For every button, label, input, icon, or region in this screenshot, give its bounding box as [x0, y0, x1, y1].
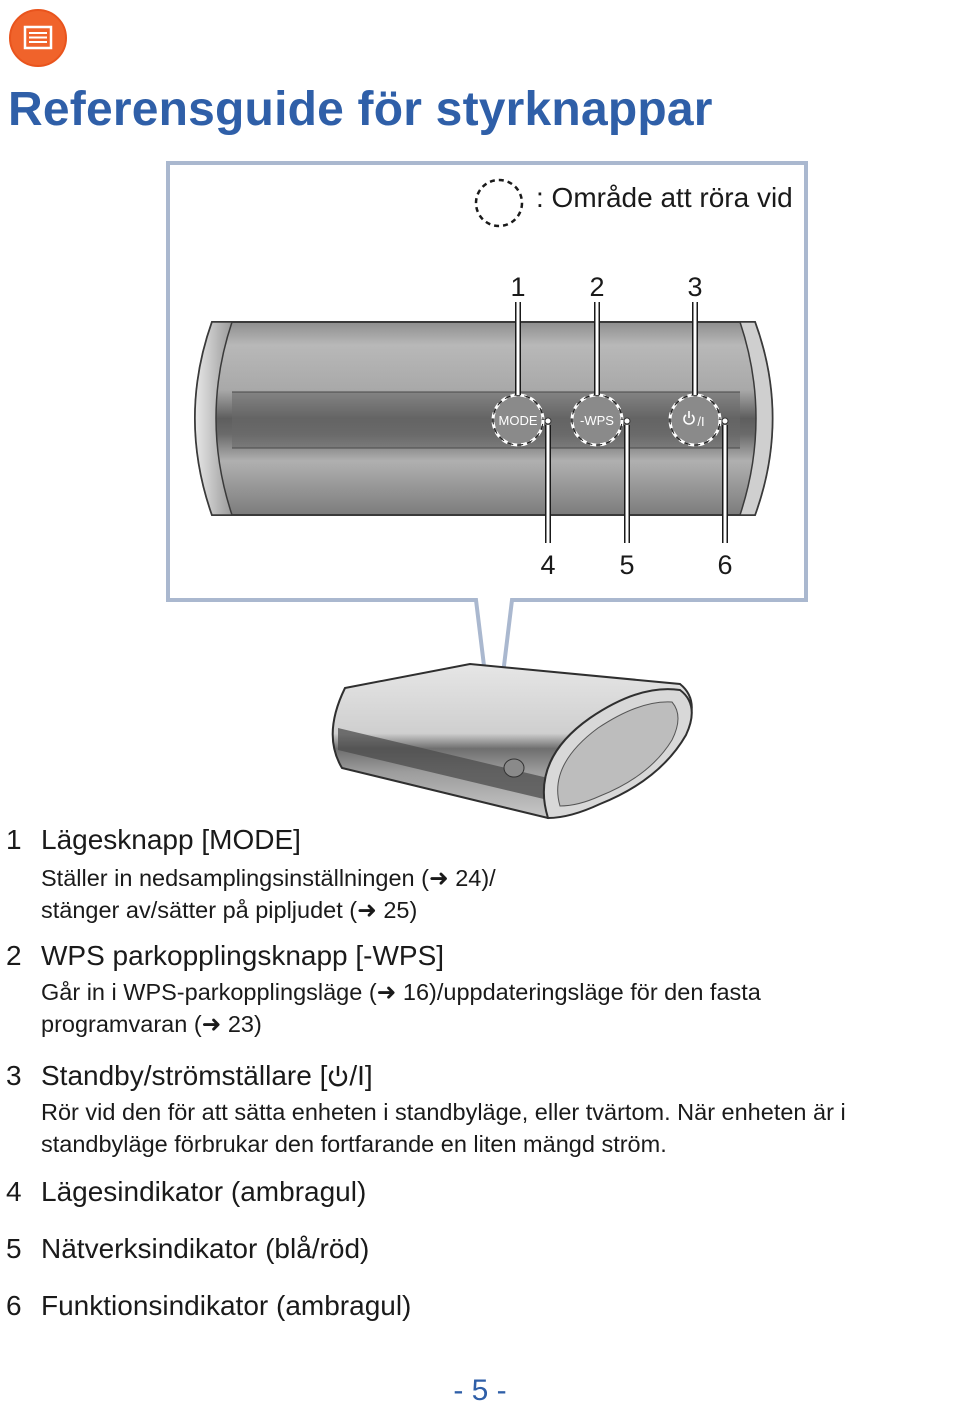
menu-button[interactable] [8, 8, 68, 68]
item-title: WPS parkopplingsknapp [-WPS] [41, 940, 445, 971]
menu-list-icon [9, 9, 67, 67]
callout-1: 1 [510, 272, 526, 302]
item-title-suffix: /I] [349, 1060, 373, 1091]
item-number: 1 [6, 824, 22, 855]
speaker-perspective-view [331, 662, 693, 820]
item-title: Lägesindikator (ambragul) [41, 1176, 367, 1207]
item-description-line: Går in i WPS-parkopplingsläge (➜ 16)/upp… [41, 979, 761, 1005]
item-title: Funktionsindikator (ambragul) [41, 1290, 412, 1321]
power-icon [329, 1066, 348, 1087]
page-number: - 5 - [453, 1374, 507, 1407]
callout-5: 5 [619, 550, 635, 580]
function-indicator [721, 417, 729, 425]
item-title: Standby/strömställare [ /I] [41, 1060, 373, 1092]
network-indicator [623, 417, 631, 425]
touch-area-legend-label: : Område att röra vid [536, 182, 793, 213]
item-description-line: programvaran (➜ 23) [41, 1011, 262, 1037]
power-button-area: /I [668, 393, 729, 447]
callout-3: 3 [687, 272, 703, 302]
callout-2: 2 [589, 272, 605, 302]
mode-indicator [544, 417, 552, 425]
power-icon [683, 411, 695, 425]
item-description-line: Ställer in nedsamplingsinställningen (➜ … [41, 865, 496, 891]
item-title: Lägesknapp [MODE] [41, 824, 301, 855]
callout-4: 4 [540, 550, 556, 580]
item-number: 3 [6, 1060, 22, 1091]
page-title: Referensguide för styrknappar [8, 83, 713, 136]
callout-6: 6 [717, 550, 733, 580]
item-title-prefix: Standby/strömställare [ [41, 1060, 328, 1091]
mode-button-label: MODE [499, 413, 538, 428]
item-number: 2 [6, 940, 22, 971]
power-button-label: /I [697, 414, 704, 429]
item-description-line: Rör vid den för att sätta enheten i stan… [41, 1099, 846, 1125]
wps-button-label: -WPS [580, 413, 614, 428]
mode-button-area: MODE [491, 393, 552, 447]
touch-area-legend-icon [474, 178, 524, 228]
control-diagram: MODE -WPS /I [166, 161, 808, 820]
item-number: 6 [6, 1290, 22, 1321]
item-description-line: standbyläge förbrukar den fortfarande en… [41, 1131, 667, 1157]
item-number: 4 [6, 1176, 22, 1207]
item-number: 5 [6, 1233, 22, 1264]
item-description-line: stänger av/sätter på pipljudet (➜ 25) [41, 897, 418, 923]
item-title: Nätverksindikator (blå/röd) [41, 1233, 370, 1264]
